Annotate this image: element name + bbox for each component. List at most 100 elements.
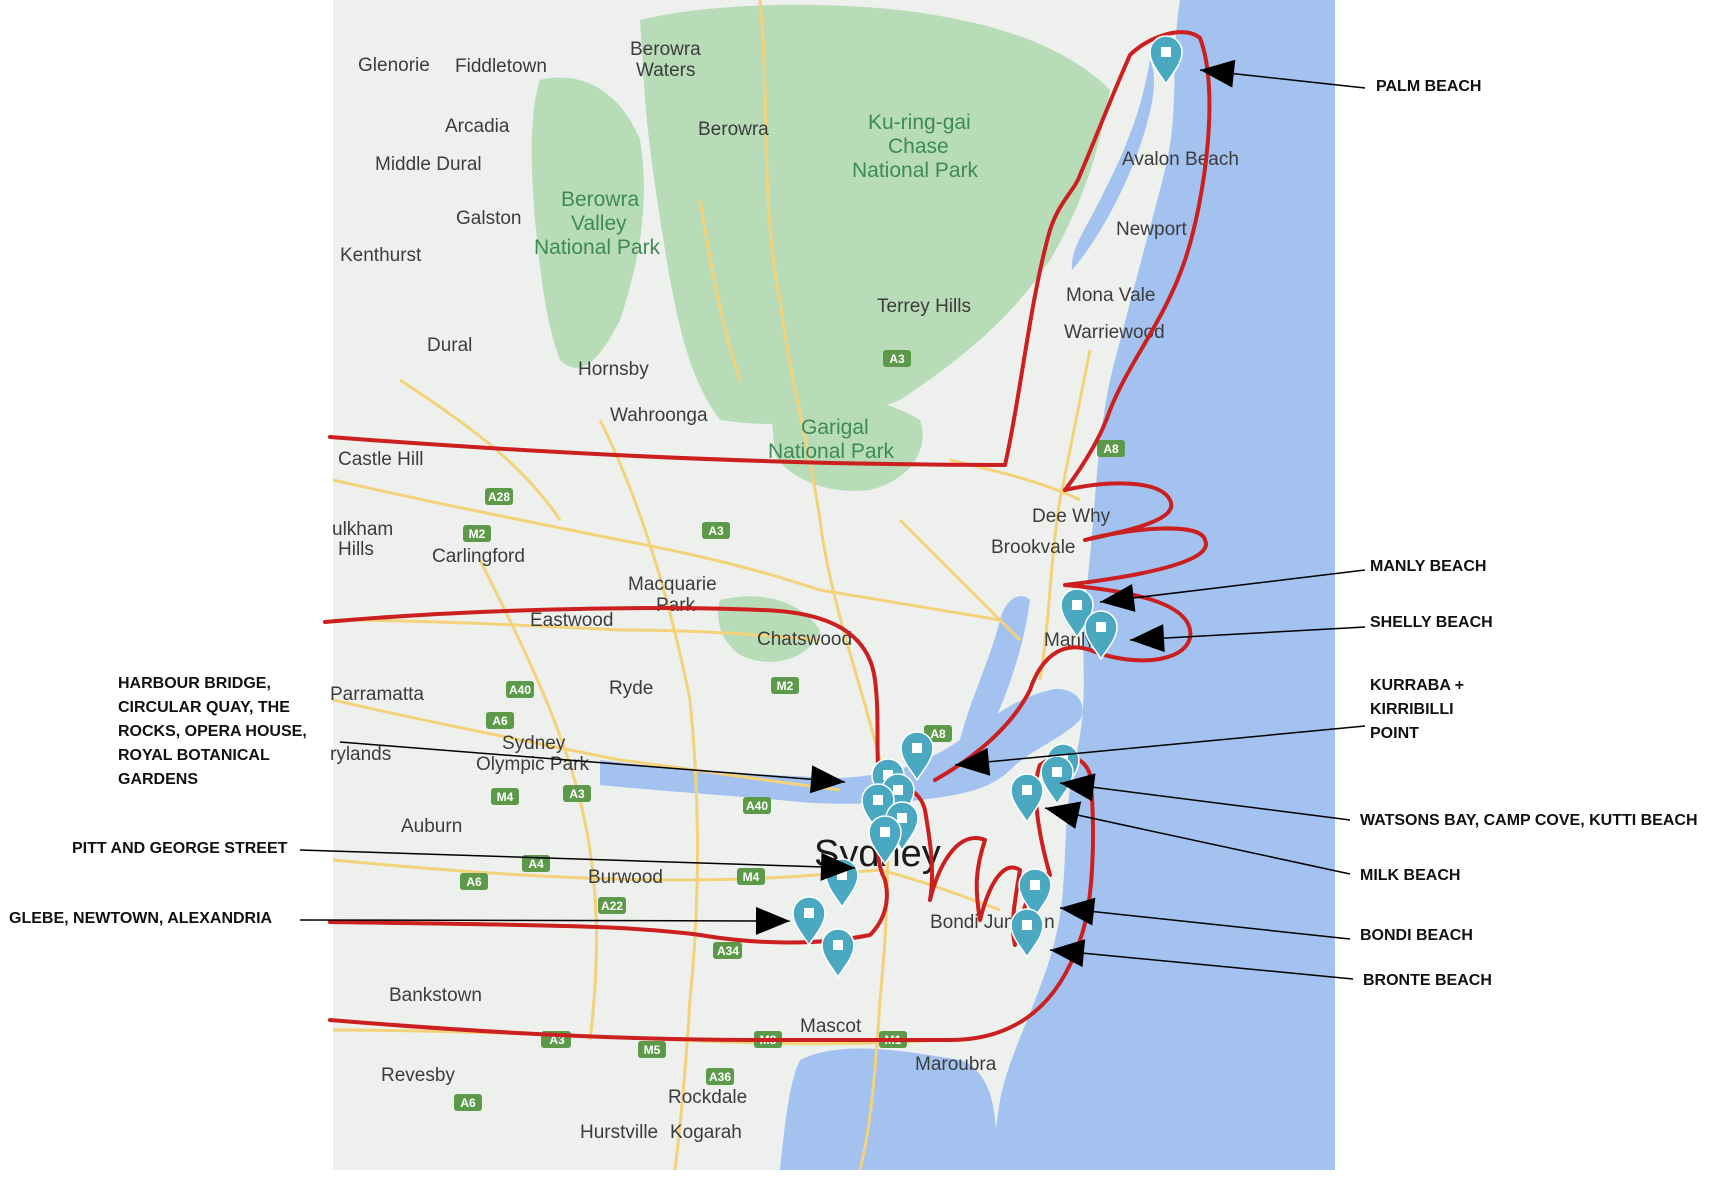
callout-milk-beach: MILK BEACH [1360, 864, 1460, 888]
road-shield-label: M4 [743, 870, 760, 884]
road-shield-badge [486, 712, 514, 729]
map-pin-center [1052, 767, 1062, 777]
callout-line: MANLY BEACH [1370, 558, 1487, 575]
callout-line [299, 919, 791, 922]
map-pin-icon[interactable] [1010, 908, 1044, 959]
road-shield: M4 [737, 868, 765, 885]
road-shield: A6 [486, 712, 514, 729]
place-label: Sydney [502, 733, 566, 754]
road [399, 378, 562, 521]
map-pin-center [804, 908, 814, 918]
place-label: Bankstown [389, 985, 482, 1006]
callout-line [299, 849, 856, 869]
place-label: rylands [330, 744, 391, 765]
road-shield-label: M4 [497, 790, 514, 804]
callout-line: GARDENS [118, 771, 199, 788]
callout-line [1059, 907, 1351, 940]
road-shield-label: A22 [601, 899, 623, 913]
road-shield-badge [771, 677, 799, 694]
callout-line: PITT AND GEORGE STREET [72, 840, 288, 857]
road [598, 419, 699, 1170]
road [333, 618, 821, 642]
road-shield: A28 [485, 488, 513, 505]
road-shield: A8 [924, 725, 952, 742]
callout-manly-beach: MANLY BEACH [1370, 555, 1486, 579]
ocean [990, 0, 1335, 1170]
callout-line [1099, 569, 1366, 603]
road-shield-label: A34 [717, 944, 739, 958]
place-label: Hornsby [578, 359, 649, 380]
map-pin-center [1096, 622, 1106, 632]
place-label: Parramatta [330, 684, 424, 705]
callout-line [1044, 807, 1351, 875]
road-shield: M4 [491, 788, 519, 805]
road-shield-label: A6 [492, 714, 508, 728]
callout-pitt-george: PITT AND GEORGE STREET [72, 837, 287, 861]
callout-kurraba-kirribilli: KURRABA + KIRRIBILLI POINT [1370, 674, 1464, 746]
route-line [328, 30, 1212, 492]
map-pin-center [1030, 880, 1040, 890]
map-pin-body [1010, 773, 1044, 824]
callout-line [1059, 782, 1351, 821]
place-label: Brookvale [991, 537, 1076, 558]
road [698, 199, 742, 381]
map-pin-center [893, 785, 903, 795]
map-pin-body [1149, 35, 1183, 86]
map-pin-center [880, 827, 890, 837]
road-shield: A3 [702, 522, 730, 539]
road-shield-label: A40 [509, 683, 531, 697]
map-pin-center [1072, 600, 1082, 610]
place-label: Eastwood [530, 610, 613, 631]
map-pin-icon[interactable] [821, 928, 855, 979]
place-label: Berowra [698, 119, 769, 140]
road [898, 518, 1022, 642]
park-label: Ku-ring-gai [868, 111, 971, 134]
map-pin-icon[interactable] [1010, 773, 1044, 824]
arrowhead-icon [755, 906, 790, 935]
place-label: Auburn [401, 816, 462, 837]
place-label: Carlingford [432, 546, 525, 567]
road-shield-badge [714, 942, 742, 959]
map-pin-icon[interactable] [1018, 868, 1052, 919]
map-pin-icon[interactable] [868, 815, 902, 866]
map-pin-center [897, 813, 907, 823]
road-shield-badge [1097, 440, 1125, 457]
road-shield-badge [454, 1094, 482, 1111]
place-label: Berowra [630, 39, 701, 60]
place-label: Fiddletown [455, 56, 547, 77]
road-shield-badge [522, 855, 550, 872]
road-shield-label: A8 [930, 727, 946, 741]
road-shield: A8 [1097, 440, 1125, 457]
callout-line: WATSONS BAY, CAMP COVE, KUTTI BEACH [1360, 812, 1698, 829]
arrowhead-icon [1100, 584, 1136, 612]
road-shield-label: A36 [709, 1070, 731, 1084]
map-pin-body [1018, 868, 1052, 919]
park-label: Chase [888, 135, 949, 158]
road-shield-label: M2 [469, 527, 486, 541]
road-shield-badge [883, 350, 911, 367]
park-label: Berowra [561, 188, 640, 211]
road-shield-label: A8 [1103, 442, 1119, 456]
road-shield: M2 [463, 525, 491, 542]
place-label: Kenthurst [340, 245, 422, 266]
place-label: Arcadia [445, 116, 510, 137]
map-pin-icon[interactable] [1084, 610, 1118, 661]
place-label: Manly [1044, 630, 1095, 651]
road-shield: A3 [883, 350, 911, 367]
road [333, 698, 841, 792]
map-pin-icon[interactable] [1149, 35, 1183, 86]
map-pin-icon[interactable] [900, 731, 934, 782]
place-label: Hurstville [580, 1122, 658, 1143]
botany-bay [780, 1048, 997, 1170]
callout-arrows [299, 59, 1366, 980]
place-label: Avalon Beach [1122, 149, 1239, 170]
place-label: Mona Vale [1066, 285, 1155, 306]
base-map [333, 0, 1335, 1170]
map-pin-icon[interactable] [792, 896, 826, 947]
road [333, 478, 1001, 622]
callout-line: CIRCULAR QUAY, THE [118, 699, 290, 716]
road [1038, 349, 1092, 681]
callout-line: HARBOUR BRIDGE, [118, 675, 271, 692]
place-label: Middle Dural [375, 154, 482, 175]
road-shield-badge [463, 525, 491, 542]
